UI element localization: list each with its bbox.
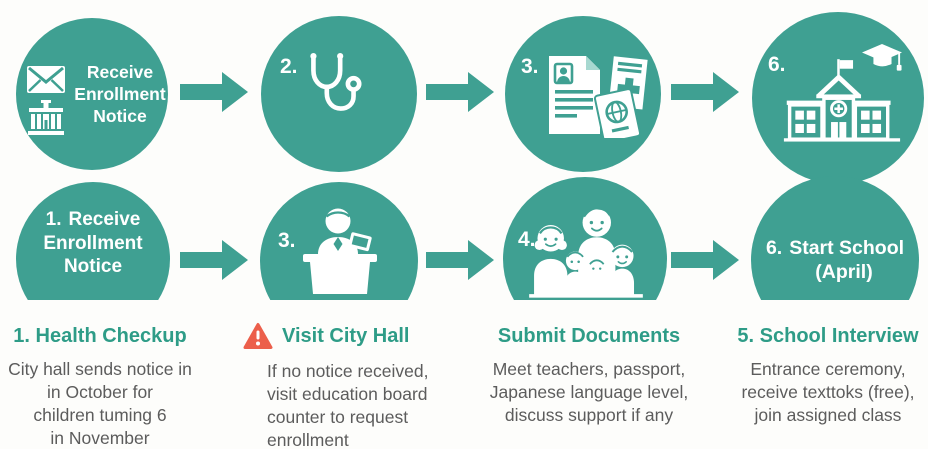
step-title: 1. Health Checkup	[13, 325, 187, 347]
circle-shape: 1.Receive Enrollment Notice	[16, 182, 170, 300]
arrow-right-icon	[426, 72, 494, 112]
arrow-right-icon	[426, 240, 494, 280]
circle-label-line: Enrollment	[43, 232, 143, 254]
step-circle-health-checkup: 2.	[261, 16, 417, 172]
circle-label: 1.Receive Enrollment Notice	[16, 208, 170, 279]
passport-icon	[593, 88, 642, 138]
arrow-right-icon	[180, 72, 248, 112]
arrow-right-icon	[671, 240, 739, 280]
step-circle-receive-enrollment-notice-2: 1.Receive Enrollment Notice	[16, 182, 170, 300]
step-title: Visit City Hall	[282, 325, 410, 347]
step-note-visit-city-hall: Visit City Hall If no notice received, v…	[243, 322, 468, 449]
circle-shape: 4.	[503, 177, 667, 300]
envelope-icon	[27, 66, 66, 93]
warning-icon	[243, 323, 273, 349]
step-note-school-interview: 5. School Interview Entrance ceremony, r…	[722, 324, 928, 427]
city-hall-icon	[28, 100, 65, 135]
circle-label-line: (April)	[815, 261, 873, 283]
step-number: 6.	[765, 237, 783, 259]
circle-label-line: 6.Start School	[765, 237, 905, 259]
step-number: 3.	[521, 55, 539, 78]
step-title: Submit Documents	[497, 325, 681, 347]
step-description: Meet teachers, passport, Japanese langua…	[489, 359, 689, 425]
step-circle-start-school-april: 6.Start School (April)	[751, 176, 919, 300]
step-note-health-checkup: 1. Health Checkup City hall sends notice…	[0, 324, 200, 449]
circle-label-line: Enrollment	[74, 84, 166, 104]
circle-content: Receive Enrollment Notice	[16, 18, 168, 170]
documents-icon	[549, 56, 648, 138]
step-title-row: Visit City Hall	[243, 322, 468, 350]
circle-label-line: 1.Receive	[45, 209, 141, 230]
arrow-right-icon	[671, 72, 739, 112]
circle-label-line: Receive	[86, 62, 154, 82]
circle-label-line: Notice	[63, 256, 123, 277]
arrow-right-icon	[180, 240, 248, 280]
step-circle-family: 4.	[503, 177, 667, 300]
step-number: 4.	[518, 228, 536, 251]
stethoscope-icon	[310, 53, 362, 111]
circle-label: Receive Enrollment Notice	[74, 61, 165, 127]
circle-shape: 6.Start School (April)	[751, 176, 919, 300]
step-description: Entrance ceremony, receive texttoks (fre…	[741, 359, 915, 425]
step-circle-receive-enrollment-notice: Receive Enrollment Notice	[16, 18, 168, 170]
family-icon	[529, 207, 643, 298]
circle-shape: 3.	[260, 182, 418, 300]
circle-icons	[26, 64, 66, 136]
step-number: 3.	[278, 229, 296, 252]
graduation-cap-icon	[862, 43, 902, 71]
step-note-submit-documents: Submit Documents Meet teachers, passport…	[458, 324, 720, 427]
clerk-desk-icon	[303, 208, 377, 294]
circle-label-line: Notice	[93, 106, 147, 126]
step-description: If no notice received, visit education b…	[267, 361, 429, 449]
step-circle-visit-city-hall: 3.	[260, 182, 418, 300]
circle-label: 6.Start School (April)	[751, 236, 919, 284]
step-title: 5. School Interview	[737, 325, 919, 347]
step-number: 2.	[280, 55, 298, 78]
step-number: 6.	[768, 53, 786, 76]
school-icon	[783, 43, 902, 142]
step-description: City hall sends notice in in October for…	[8, 359, 192, 448]
step-number: 1.	[45, 209, 62, 230]
step-circle-submit-documents: 3.	[505, 16, 661, 172]
step-circle-start-school: 6.	[752, 12, 924, 184]
